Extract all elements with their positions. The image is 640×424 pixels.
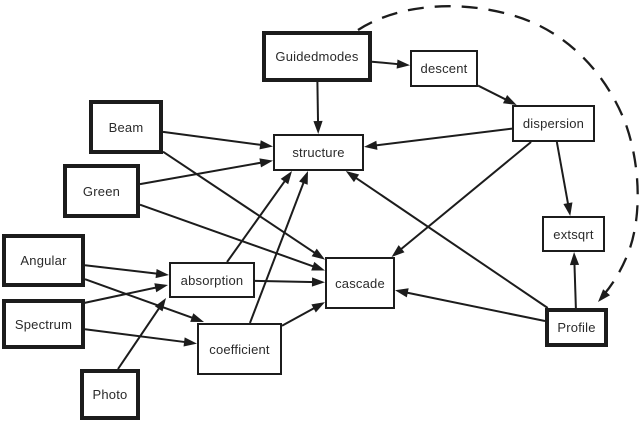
edge-absorption-cascade-arrowhead [311,277,325,287]
edge-coefficient-structure [249,179,306,324]
edge-coefficient-structure-arrowhead [299,171,308,185]
edge-Green-structure [139,161,265,186]
edge-absorption-cascade [254,279,317,284]
node-angular: Angular [2,234,85,287]
edge-Spectrum-coefficient-arrowhead [183,337,197,347]
node-guidedmodes: Guidedmodes [262,31,372,82]
edge-Guidedmodes-descent-arrowhead [396,59,410,69]
edge-descent-dispersion [477,84,510,102]
edge-dispersion-extsqrt [555,141,570,208]
edge-Photo-absorption-arrowhead [154,298,166,312]
edge-dispersion-extsqrt-arrowhead [563,202,573,216]
edge-Guidedmodes-Profile [357,5,639,300]
node-profile: Profile [545,308,608,347]
edge-Angular-coefficient-arrowhead [190,313,204,322]
node-cascade: cascade [325,257,395,309]
edge-absorption-structure [226,177,288,263]
edge-Guidedmodes-Profile-arrowhead [598,289,611,302]
edge-Profile-extsqrt [573,260,577,309]
edge-Profile-cascade-arrowhead [395,288,409,298]
edge-Profile-extsqrt-arrowhead [569,252,580,266]
edge-dispersion-structure [372,127,513,147]
edge-Photo-absorption [117,304,162,370]
node-descent: descent [410,50,478,87]
edge-Green-cascade [139,203,317,269]
node-absorption: absorption [169,262,255,298]
edge-coefficient-cascade [281,305,318,327]
node-coefficient: coefficient [197,323,282,375]
edge-Green-cascade-arrowhead [311,261,325,271]
edge-Guidedmodes-descent [371,60,402,66]
edge-Spectrum-coefficient [84,328,189,344]
edge-Beam-cascade [162,150,319,256]
edge-Beam-cascade-arrowhead [311,248,325,260]
edge-dispersion-cascade [397,141,532,253]
edge-Beam-structure [162,130,265,147]
edge-Guidedmodes-structure [316,81,320,126]
edge-Spectrum-absorption [83,285,160,304]
edge-dispersion-structure-arrowhead [364,140,378,150]
node-dispersion: dispersion [512,105,595,142]
edge-Guidedmodes-structure-arrowhead [313,120,323,134]
edge-Profile-structure [352,175,549,309]
node-photo: Photo [80,369,140,420]
edge-Beam-structure-arrowhead [259,140,273,150]
edge-Green-structure-arrowhead [259,158,273,168]
edge-Profile-cascade [403,291,546,323]
edge-absorption-structure-arrowhead [280,171,292,185]
edge-dispersion-cascade-arrowhead [391,245,405,257]
node-beam: Beam [89,100,163,154]
edge-Spectrum-absorption-arrowhead [154,283,168,293]
edge-Angular-coefficient [84,278,196,320]
edge-descent-dispersion-arrowhead [502,95,517,105]
node-spectrum: Spectrum [2,299,85,349]
node-green: Green [63,164,140,218]
edge-Profile-structure-arrowhead [345,171,360,183]
edge-coefficient-cascade-arrowhead [311,302,325,313]
node-extsqrt: extsqrt [542,216,605,252]
node-structure: structure [273,134,364,171]
edge-Angular-absorption [84,264,161,275]
edge-Angular-absorption-arrowhead [155,268,169,279]
